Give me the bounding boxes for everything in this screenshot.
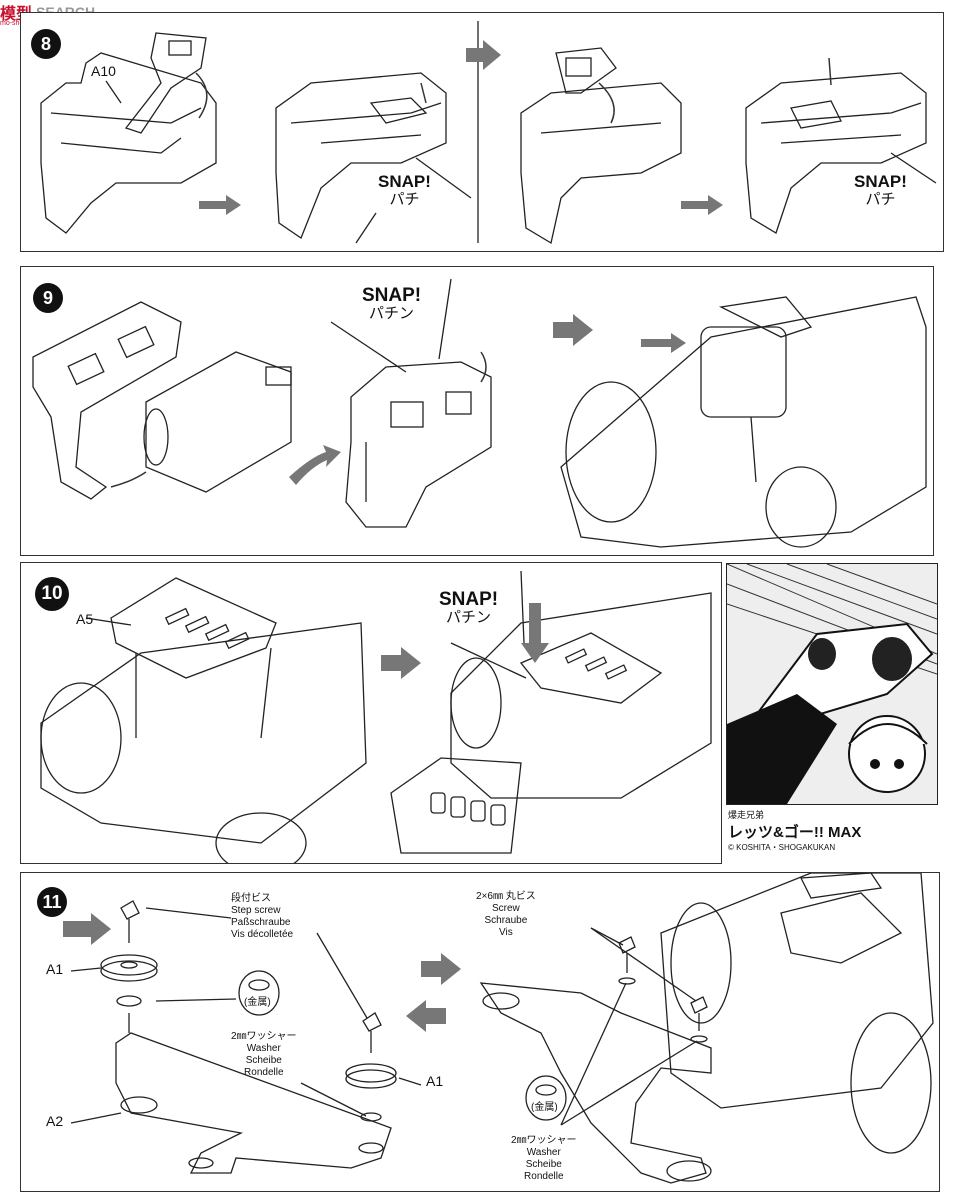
step-8-panel: 8 A10 SNAP! パチ SNAP! パチ <box>20 12 944 252</box>
snap-label-2: SNAP! パチ <box>854 173 907 209</box>
screw-en: Screw <box>491 903 520 914</box>
step-screw-label: 段付ビス Step screw Paßschraube Vis décollet… <box>231 893 293 941</box>
step-10-illustration <box>40 570 712 863</box>
screw-fr: Vis <box>499 927 513 938</box>
screw-jp: 2×6㎜ 丸ビス <box>476 891 536 902</box>
screw-label-right: 2×6㎜ 丸ビス Screw Schraube Vis <box>476 891 536 939</box>
washer-label-right: 2㎜ワッシャー Washer Scheibe Rondelle <box>511 1135 577 1183</box>
step-9-number: 9 <box>33 283 63 313</box>
manga-credit: © KOSHITA・SHOGAKUKAN <box>728 843 836 852</box>
washer-jp: 2㎜ワッシャー <box>231 1031 297 1042</box>
step-11-illustration <box>63 873 934 1184</box>
screw-de: Schraube <box>484 915 528 926</box>
snap-jp-text: パチン <box>369 305 415 322</box>
metal-label-right: (金属) <box>531 1102 558 1113</box>
step-8-number: 8 <box>31 29 61 59</box>
part-a2-label: A2 <box>46 1113 64 1129</box>
step-10-panel: 10 A5 SNAP! パチン <box>20 562 722 864</box>
step-screw-jp: 段付ビス <box>231 893 271 904</box>
snap-text: SNAP! <box>362 285 422 306</box>
manga-title: レッツ&ゴー!! MAX <box>728 824 862 841</box>
snap-label-1: SNAP! パチ <box>378 173 431 209</box>
step-11-number: 11 <box>37 887 67 917</box>
step-9-panel: 9 SNAP! パチン <box>20 266 934 556</box>
washer-fr: Rondelle <box>244 1067 284 1078</box>
metal-label-left: (金属) <box>244 997 271 1008</box>
step-8-illustration <box>40 21 937 245</box>
manga-subtitle: 爆走兄弟 <box>728 810 765 820</box>
step-10-number: 10 <box>35 577 69 611</box>
part-a1-left-label: A1 <box>46 961 64 977</box>
step-11-panel: 11 段付ビス Step screw Paßschraube Vis décol… <box>20 872 940 1192</box>
snap-text: SNAP! <box>854 172 907 191</box>
manga-caption: 爆走兄弟 レッツ&ゴー!! MAX © KOSHITA・SHOGAKUKAN <box>728 808 861 853</box>
part-a10-label: A10 <box>91 63 116 79</box>
snap-jp-text: パチ <box>389 191 420 208</box>
washer-de: Scheibe <box>245 1055 282 1066</box>
snap-text: SNAP! <box>439 589 499 610</box>
manga-artwork <box>727 564 937 804</box>
part-a1-right-label: A1 <box>426 1073 444 1089</box>
washer-de: Scheibe <box>525 1159 562 1170</box>
washer-en: Washer <box>526 1147 561 1158</box>
snap-jp-text: パチ <box>865 191 896 208</box>
washer-label-left: 2㎜ワッシャー Washer Scheibe Rondelle <box>231 1031 297 1079</box>
step-screw-de: Paßschraube <box>231 917 291 928</box>
washer-en: Washer <box>246 1043 281 1054</box>
snap-text: SNAP! <box>378 172 431 191</box>
washer-fr: Rondelle <box>524 1171 564 1182</box>
step-screw-en: Step screw <box>231 905 281 916</box>
snap-label-3: SNAP! パチン <box>362 285 422 323</box>
manga-illustration <box>726 563 938 805</box>
step-9-illustration <box>32 278 927 548</box>
washer-jp: 2㎜ワッシャー <box>511 1135 577 1146</box>
step-screw-fr: Vis décolletée <box>231 929 294 940</box>
snap-label-4: SNAP! パチン <box>439 589 499 627</box>
snap-jp-text: パチン <box>446 609 492 626</box>
part-a5-label: A5 <box>76 611 94 627</box>
